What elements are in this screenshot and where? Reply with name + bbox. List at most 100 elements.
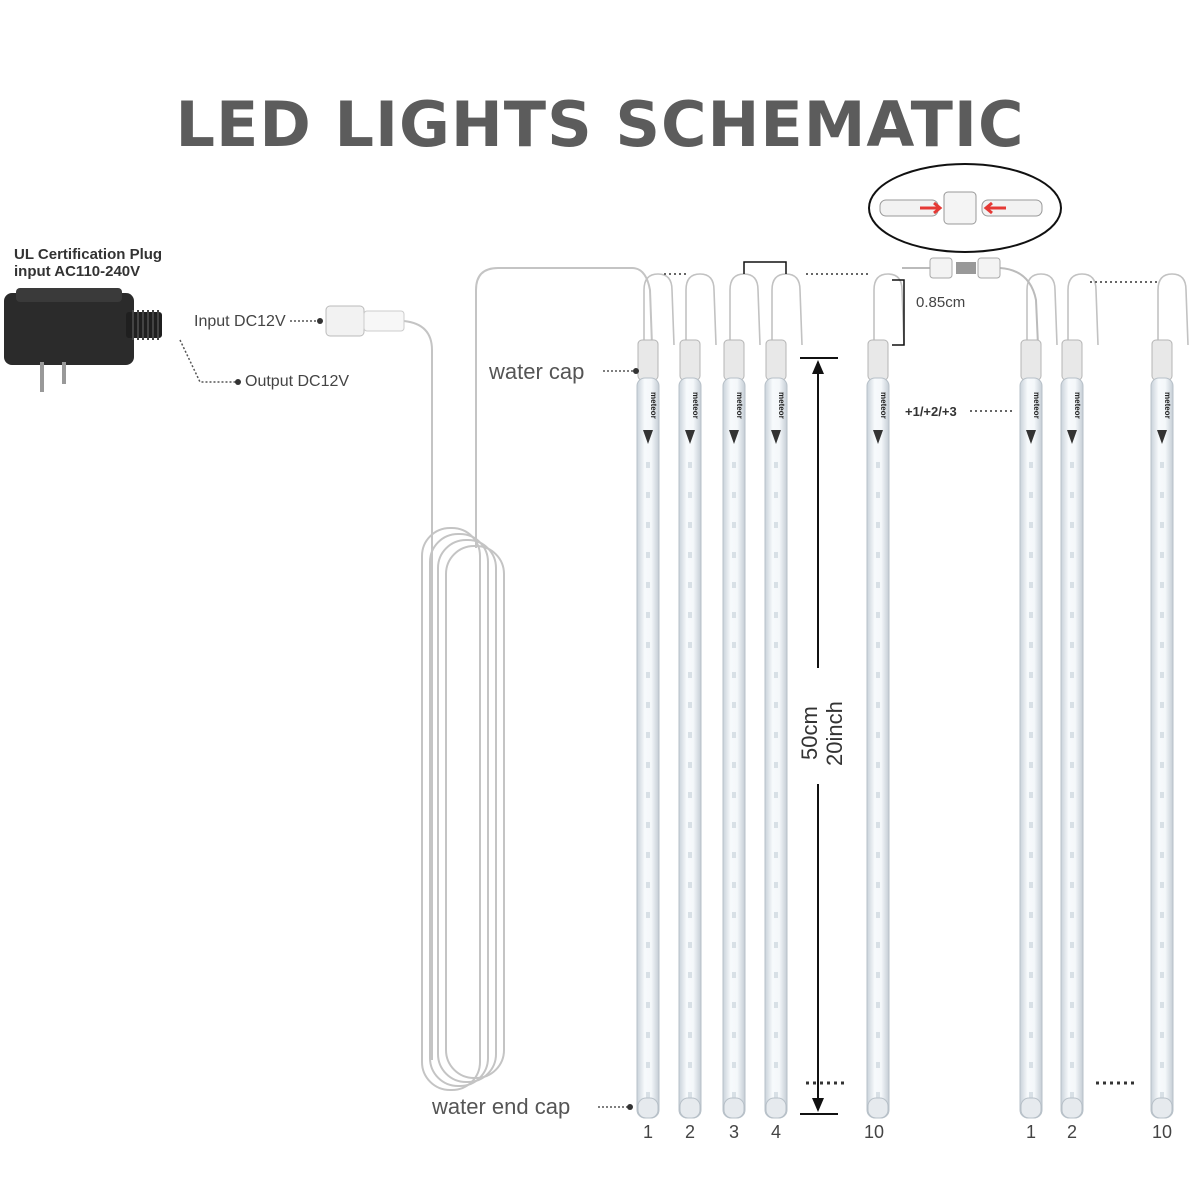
led-dot xyxy=(646,762,650,768)
tube-arrow-icon xyxy=(729,430,739,444)
led-dot xyxy=(876,822,880,828)
tube-water-cap xyxy=(637,339,659,381)
led-dot xyxy=(1070,552,1074,558)
led-dot xyxy=(688,912,692,918)
tube-brand-text: meteor xyxy=(735,392,744,419)
led-dot xyxy=(688,852,692,858)
length-arrow-down-icon xyxy=(812,1098,824,1112)
tube-brand-text: meteor xyxy=(1163,392,1172,419)
led-dot xyxy=(688,942,692,948)
tube-number: 3 xyxy=(728,1122,739,1142)
led-dot xyxy=(688,702,692,708)
led-dot xyxy=(646,492,650,498)
plug-prong xyxy=(40,362,44,392)
tube-jumper-wire xyxy=(1157,273,1189,346)
tube-water-cap xyxy=(1151,339,1173,381)
led-dot xyxy=(1160,552,1164,558)
led-dot xyxy=(1029,912,1033,918)
expandable-label: +1/+2/+3 xyxy=(905,404,957,419)
led-dot xyxy=(1070,1002,1074,1008)
led-dot xyxy=(1160,882,1164,888)
led-dot xyxy=(1029,492,1033,498)
tube-arrow-icon xyxy=(643,430,653,444)
led-dot xyxy=(876,792,880,798)
led-dot xyxy=(688,642,692,648)
led-dot xyxy=(732,672,736,678)
output-dc-label: Output DC12V xyxy=(245,373,350,390)
water-end-cap-label: water end cap xyxy=(432,1094,571,1119)
led-dot xyxy=(774,462,778,468)
link-connector-female xyxy=(977,257,1001,279)
led-dot xyxy=(732,882,736,888)
adapter-spec: UL Certification Plug input AC110-240V xyxy=(14,246,162,280)
led-dot xyxy=(1070,672,1074,678)
led-dot xyxy=(732,1092,736,1098)
led-dot xyxy=(1029,1032,1033,1038)
led-dot xyxy=(646,912,650,918)
led-dot xyxy=(688,492,692,498)
tube-end-cap xyxy=(679,1097,701,1119)
led-dot xyxy=(732,972,736,978)
led-dot xyxy=(774,492,778,498)
led-dot xyxy=(1029,822,1033,828)
tube-water-cap xyxy=(867,339,889,381)
led-dot xyxy=(876,492,880,498)
page-title: LED LIGHTS SCHEMATIC xyxy=(175,88,1025,161)
led-dot xyxy=(1070,642,1074,648)
led-dot xyxy=(732,552,736,558)
jack-thread xyxy=(137,310,139,340)
led-dot xyxy=(876,912,880,918)
tube-end-cap xyxy=(1061,1097,1083,1119)
led-dot xyxy=(646,1032,650,1038)
led-dot xyxy=(1070,942,1074,948)
led-dot xyxy=(876,582,880,588)
led-dot xyxy=(1070,972,1074,978)
led-tube: meteor xyxy=(636,339,660,1119)
tube-jumper-wire xyxy=(685,273,717,346)
led-dot xyxy=(876,852,880,858)
led-tube: meteor xyxy=(1019,339,1043,1119)
led-dot xyxy=(646,792,650,798)
tube-number: 10 xyxy=(1151,1122,1173,1142)
led-dot xyxy=(1029,582,1033,588)
closeup-plug-right xyxy=(981,199,1043,217)
spacing-bracket xyxy=(892,279,905,346)
adapter-label-plate xyxy=(16,288,122,302)
led-dot xyxy=(1160,792,1164,798)
led-dot xyxy=(732,852,736,858)
led-dot xyxy=(774,852,778,858)
led-dot xyxy=(646,612,650,618)
led-dot xyxy=(1029,612,1033,618)
led-dot xyxy=(732,792,736,798)
led-dot xyxy=(1070,732,1074,738)
tube-water-cap xyxy=(1061,339,1083,381)
tube-number: 10 xyxy=(863,1122,885,1142)
led-dot xyxy=(1160,612,1164,618)
tube-water-cap xyxy=(1020,339,1042,381)
led-dot xyxy=(688,762,692,768)
led-dot xyxy=(1070,762,1074,768)
tube-brand-text: meteor xyxy=(1073,392,1082,419)
water-cap-dot xyxy=(633,368,639,374)
led-dot xyxy=(774,522,778,528)
led-dot xyxy=(688,582,692,588)
led-dot xyxy=(1160,492,1164,498)
tube-brand-text: meteor xyxy=(777,392,786,419)
led-dot xyxy=(732,1032,736,1038)
led-dot xyxy=(732,822,736,828)
led-dot xyxy=(1029,702,1033,708)
led-dot xyxy=(1029,1062,1033,1068)
led-dot xyxy=(1160,462,1164,468)
tube-brand-text: meteor xyxy=(879,392,888,419)
led-dot xyxy=(688,822,692,828)
tube-jumper-wire xyxy=(771,273,803,346)
led-dot xyxy=(774,1002,778,1008)
input-connector-sleeve xyxy=(363,310,405,332)
tube-number: 2 xyxy=(1066,1122,1077,1142)
led-dot xyxy=(1160,522,1164,528)
led-dot xyxy=(1029,552,1033,558)
led-dot xyxy=(1160,1032,1164,1038)
tube-water-cap xyxy=(679,339,701,381)
